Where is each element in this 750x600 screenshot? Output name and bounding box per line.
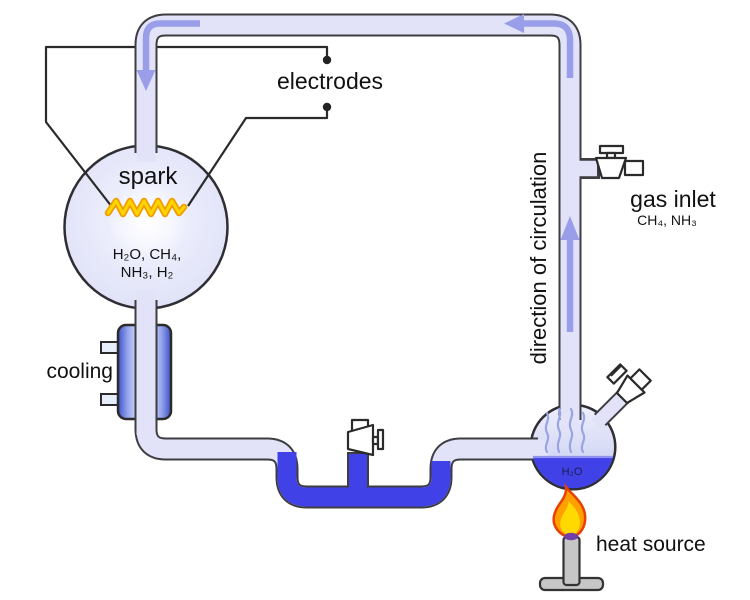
direction-label: direction of circulation (526, 152, 551, 365)
electrode-wire-left (44, 45, 329, 208)
spark-gases-line1: H₂O, CH₄, (113, 246, 182, 263)
electrode-terminal-bottom (322, 102, 332, 112)
stopper-cap (629, 368, 652, 391)
bunsen-burner (538, 482, 605, 592)
vapor-waves (544, 407, 586, 454)
flame-inner (560, 501, 580, 536)
arrow-top-left-down-head (136, 70, 156, 91)
trap-valve-body (346, 423, 375, 457)
arrow-top-right-left (523, 20, 574, 78)
arrow-top-left-down (142, 20, 200, 72)
tube-sidearm-bore (591, 390, 630, 429)
cooling-label: cooling (46, 360, 113, 383)
heat-source-label: heat source (596, 533, 706, 556)
stopper-clip-stripe (610, 364, 623, 377)
flow-arrows (136, 14, 580, 332)
vapor-wave (544, 411, 550, 454)
gas-inlet-label: gas inlet (630, 186, 716, 212)
tube-lower-outline (134, 300, 538, 509)
electrode-terminal-top (322, 55, 332, 65)
flask-water-label: H₂O (562, 466, 583, 478)
burner-tube (562, 535, 581, 587)
trap-valve-handle (376, 428, 385, 451)
vapor-wave (568, 407, 574, 454)
spark-assembly (104, 182, 188, 262)
inlet-valve-outlet (623, 159, 645, 177)
arrow-top-right-left-head (504, 14, 524, 33)
spark-zigzag (106, 199, 186, 216)
spark-gases-line2: NH₃, H₂ (121, 264, 174, 281)
spark-label: spark (119, 163, 179, 190)
inlet-valve-body (594, 156, 628, 180)
electrodes-label: electrodes (277, 68, 383, 94)
sidearm-stopper (606, 363, 652, 405)
trap-valve (346, 418, 385, 457)
gas-inlet-gases: CH₄, NH₃ (637, 212, 697, 228)
arrow-right-up-head (560, 216, 580, 240)
vapor-wave (580, 411, 586, 454)
stopper-clip (606, 363, 628, 385)
gas-inlet-valve (594, 144, 645, 180)
vapor-wave (556, 407, 562, 454)
flame-base (564, 532, 578, 541)
cooling-condenser (100, 318, 173, 435)
stopper-joint (615, 374, 646, 405)
